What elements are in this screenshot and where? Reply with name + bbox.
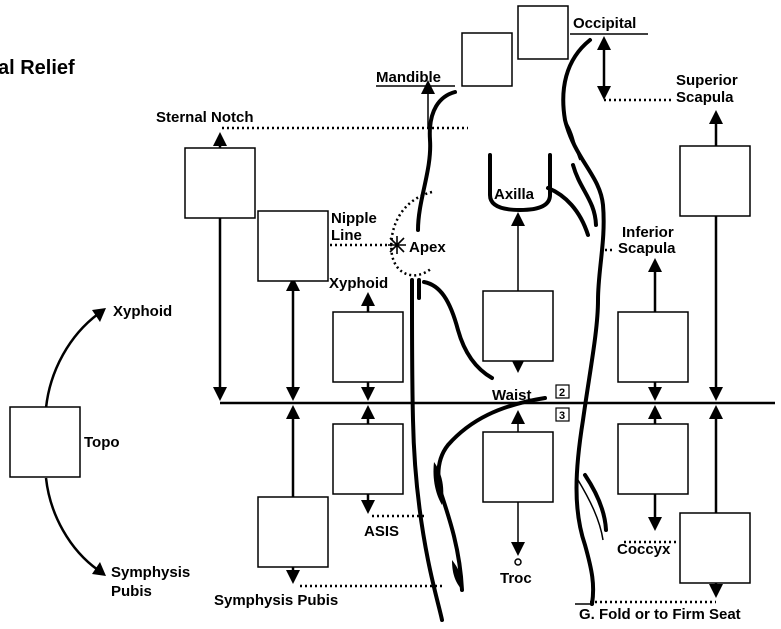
label-sternal-notch: Sternal Notch: [156, 109, 254, 126]
inferior-scapula-measure-box[interactable]: [617, 311, 689, 383]
coccyx-measure-box[interactable]: [617, 423, 689, 495]
label-coccyx: Coccyx: [617, 541, 671, 558]
label-symphysis-left-1: Symphysis: [111, 564, 190, 581]
label-asis: ASIS: [364, 523, 399, 540]
leader-lines: [222, 98, 716, 604]
label-nipple-line-1: Nipple: [331, 210, 377, 227]
label-nipple-line-2: Line: [331, 227, 362, 244]
waist-upper-measure-box[interactable]: [482, 290, 554, 362]
label-symphysis-left-2: Pubis: [111, 583, 152, 600]
waist-badges: 2 3: [555, 384, 570, 422]
label-xyphoid-left: Xyphoid: [113, 303, 172, 320]
nipple-line-measure-box[interactable]: [257, 210, 329, 282]
xyphoid-measure-box[interactable]: [332, 311, 404, 383]
label-superior-scapula-1: Superior: [676, 72, 738, 89]
mandible-measure-box[interactable]: [461, 32, 513, 87]
troc-measure-box[interactable]: [482, 431, 554, 503]
asis-measure-box[interactable]: [332, 423, 404, 495]
waist-badge-2-box: [555, 384, 570, 399]
label-apex: Apex: [409, 239, 446, 256]
landmark-labels: Occipital Mandible Superior Scapula Ster…: [84, 15, 741, 623]
label-waist: Waist: [492, 387, 531, 404]
superior-scapula-measure-box[interactable]: [679, 145, 751, 217]
waist-badge-3: 3: [559, 410, 565, 422]
label-mandible: Mandible: [376, 69, 441, 86]
label-occipital: Occipital: [573, 15, 636, 32]
label-axilla: Axilla: [494, 186, 535, 203]
diagram-title: al Relief: [0, 57, 75, 79]
gluteal-fold-measure-box[interactable]: [679, 512, 751, 584]
waist-badge-3-box: [555, 407, 570, 422]
label-troc: Troc: [500, 570, 532, 587]
label-topo: Topo: [84, 434, 120, 451]
body-outline: [410, 38, 608, 622]
arrowheads: [213, 36, 723, 598]
label-symphysis-pubis: Symphysis Pubis: [214, 592, 338, 609]
label-superior-scapula-2: Scapula: [676, 89, 734, 106]
waist-badge-2: 2: [559, 387, 565, 399]
label-gluteal-fold: G. Fold or to Firm Seat: [579, 606, 741, 623]
troc-marker: [514, 558, 522, 566]
label-xyphoid-center: Xyphoid: [329, 275, 388, 292]
symphysis-pubis-measure-box[interactable]: [257, 496, 329, 568]
sternal-notch-measure-box[interactable]: [184, 147, 256, 219]
topo-measure-box[interactable]: [9, 406, 81, 478]
occipital-measure-box[interactable]: [517, 5, 569, 60]
measurement-boxes[interactable]: [9, 5, 751, 584]
label-inferior-scapula-2: Scapula: [618, 240, 676, 257]
label-inferior-scapula-1: Inferior: [622, 224, 674, 241]
breast-outline: [388, 190, 433, 277]
topo-arrows: [44, 308, 106, 576]
